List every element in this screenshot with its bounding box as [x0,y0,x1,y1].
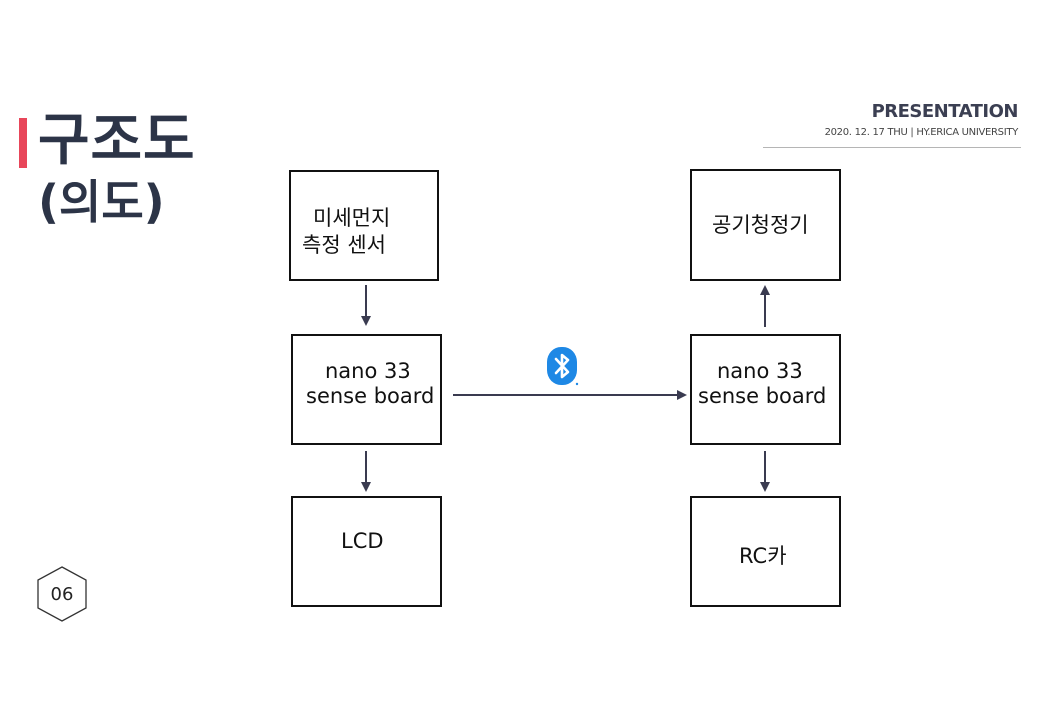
title-accent-bar [19,118,27,168]
node-rc-car-label: RC카 [739,544,787,568]
node-air-purifier: 공기청정기 [690,169,841,281]
node-dust-sensor: 미세먼지 측정 센서 [289,170,439,281]
page-subtitle: (의도) [38,175,165,229]
node-board-left: nano 33 sense board [291,334,442,445]
node-board-right-line1: nano 33 [717,359,803,383]
presentation-label: PRESENTATION [871,101,1019,122]
page-number-badge: 06 [37,566,87,622]
node-board-right: nano 33 sense board [690,334,841,445]
bluetooth-icon [547,347,579,386]
node-air-purifier-label: 공기청정기 [712,213,809,237]
node-dust-sensor-line1: 미세먼지 [313,206,391,230]
page-number: 06 [51,584,74,605]
node-board-left-line2: sense board [306,384,435,408]
header-divider [763,147,1021,148]
page-title: 구조도 [38,108,196,173]
presentation-date-university: 2020. 12. 17 THU | HY.ERICA UNIVERSITY [824,127,1019,138]
node-board-left-line1: nano 33 [325,359,411,383]
node-rc-car: RC카 [690,496,841,607]
node-dust-sensor-line2: 측정 센서 [302,233,386,257]
node-lcd: LCD [291,496,442,607]
node-board-right-line2: sense board [698,384,827,408]
node-lcd-label: LCD [341,529,384,553]
